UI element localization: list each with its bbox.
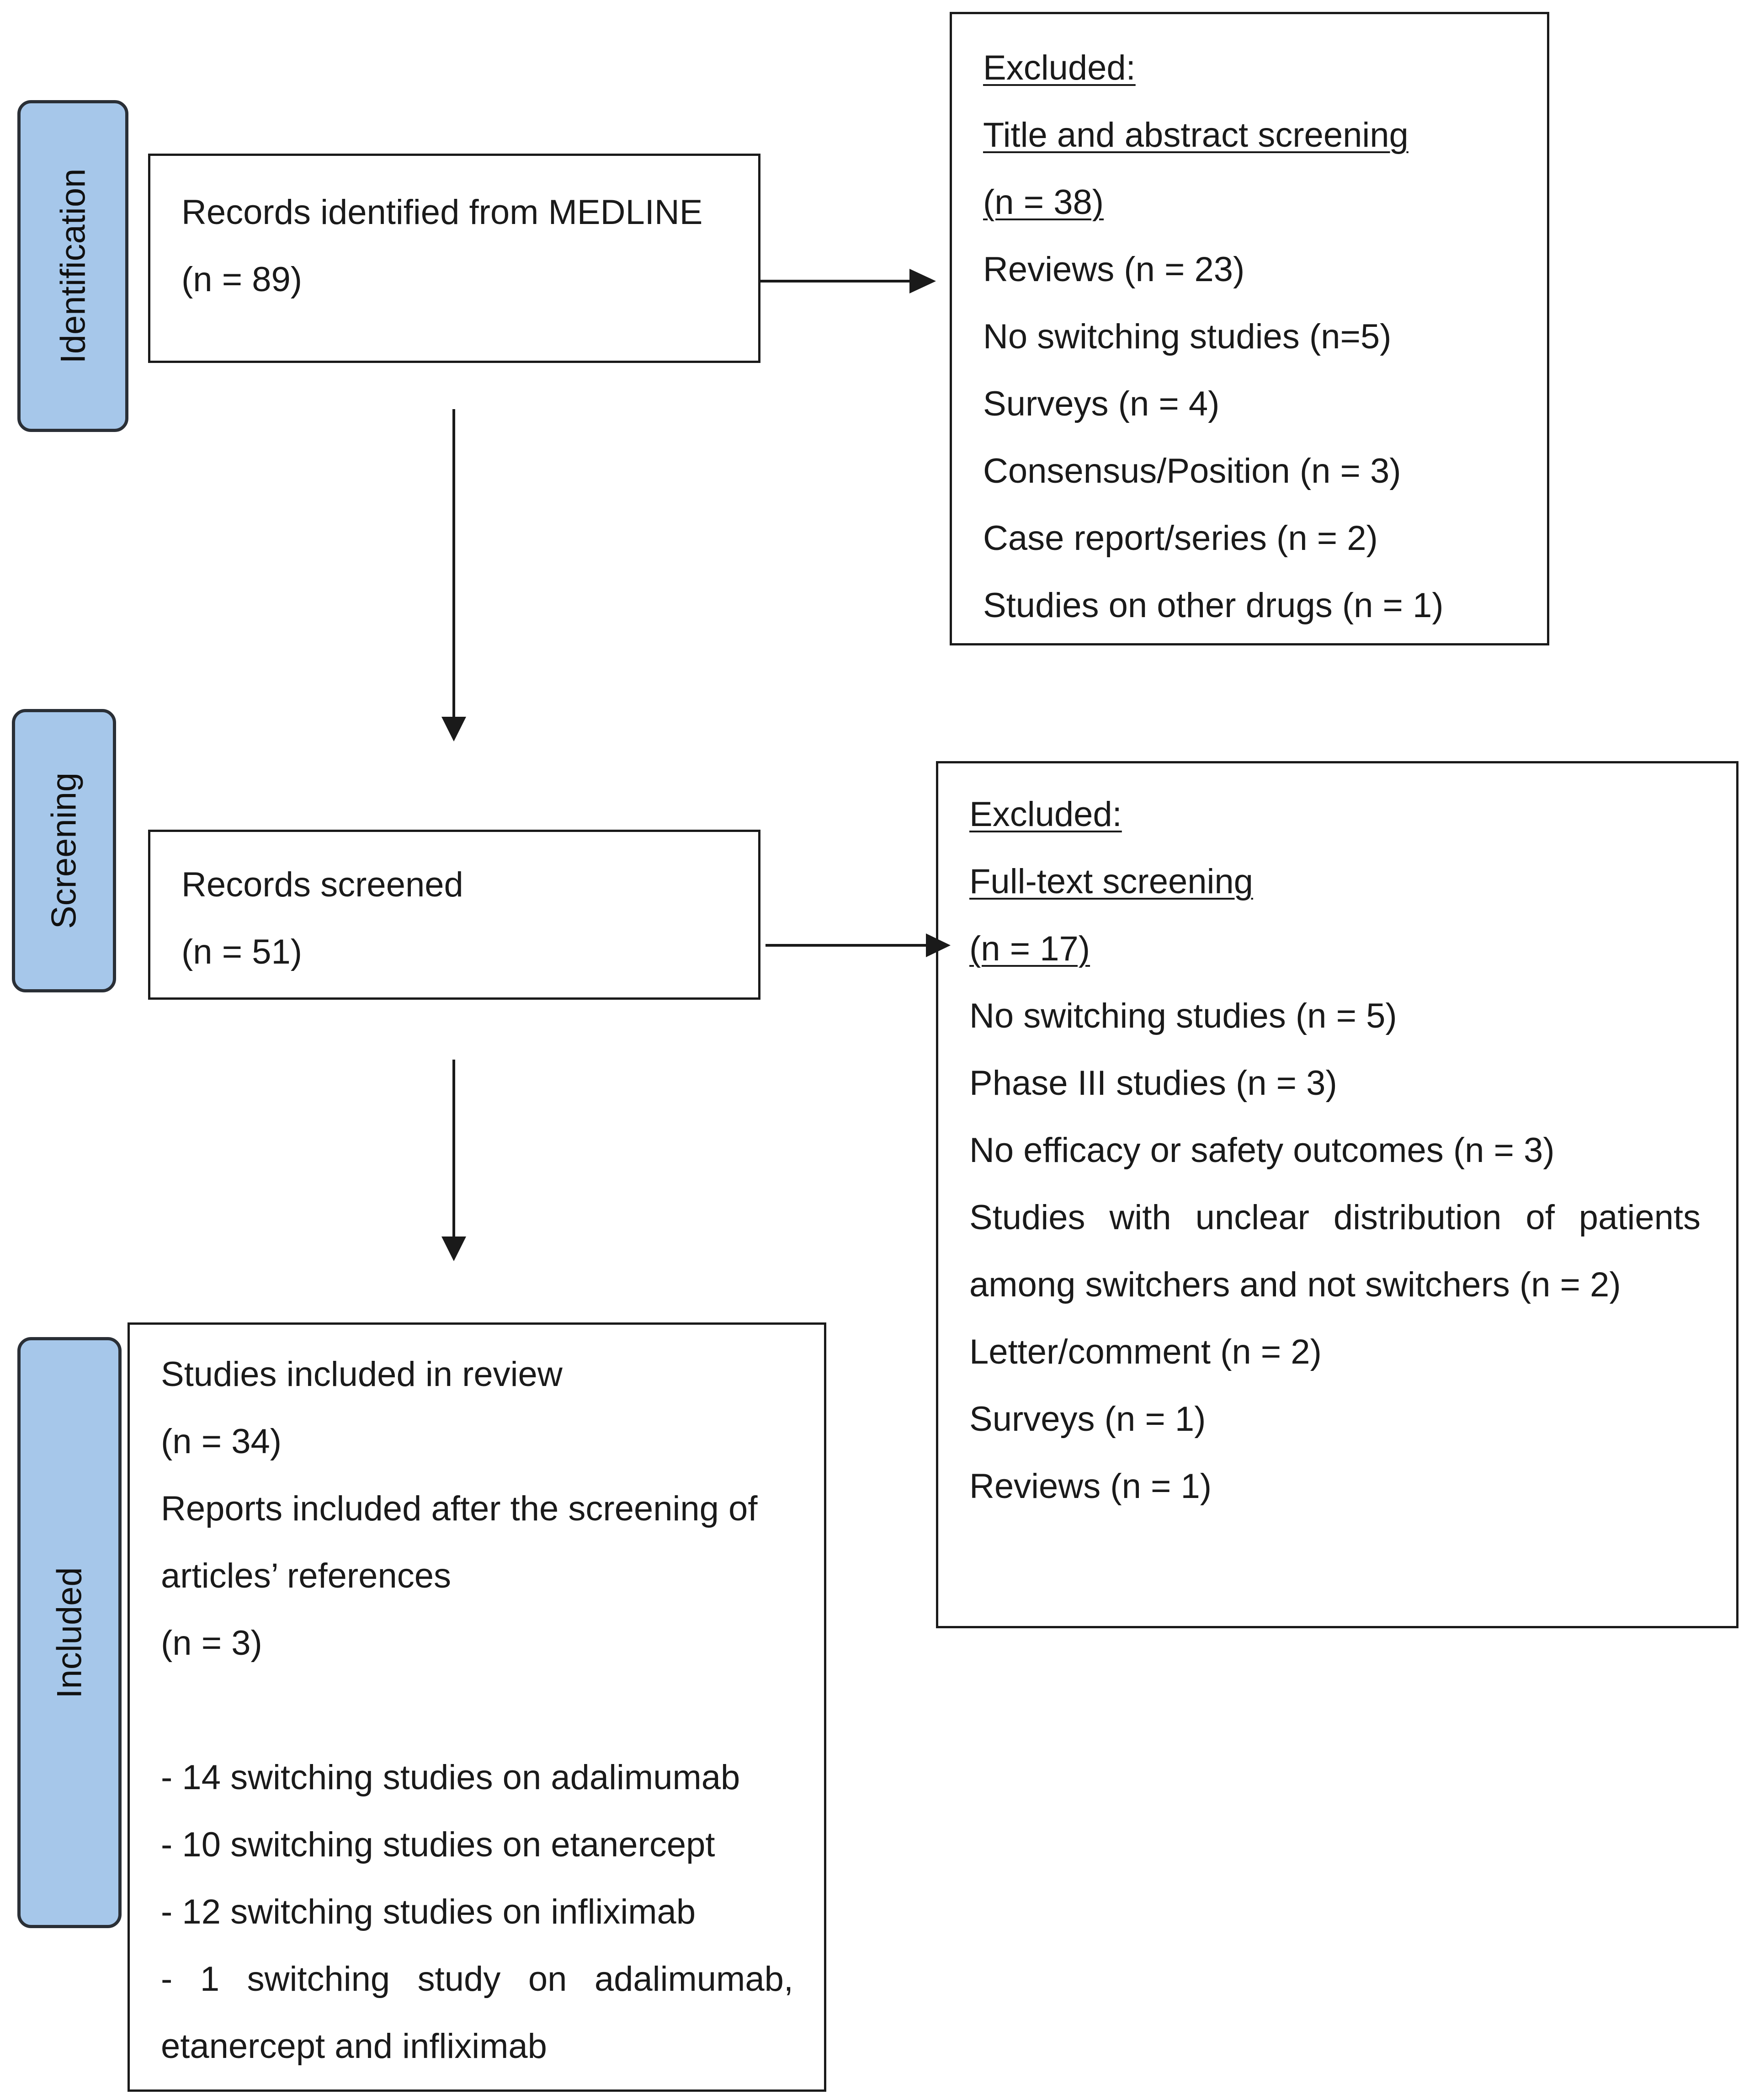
excluded-item: Studies with unclear distribution of pat… <box>969 1198 1701 1237</box>
arrowhead-right <box>909 269 936 293</box>
excluded-item: Case report/series (n = 2) <box>983 519 1378 558</box>
excluded-item: among switchers and not switchers (n = 2… <box>969 1265 1621 1304</box>
arrowhead-down <box>441 1237 466 1261</box>
excluded-heading: Excluded: <box>969 795 1122 834</box>
excluded-item: Surveys (n = 4) <box>983 384 1220 423</box>
phase-screening: Screening <box>12 709 116 992</box>
included-text: articles’ references <box>161 1556 451 1595</box>
included-drug-item: - 14 switching studies on adalimumab <box>161 1758 740 1797</box>
excluded-item: Reviews (n = 1) <box>969 1467 1212 1506</box>
included-text: Studies included in review <box>161 1355 563 1394</box>
excluded-title-abstract-box: Excluded: Title and abstract screening (… <box>950 12 1549 645</box>
excluded-stage: Full-text screening <box>969 862 1253 901</box>
excluded-item: Consensus/Position (n = 3) <box>983 452 1401 490</box>
excluded-item: Letter/comment (n = 2) <box>969 1332 1322 1371</box>
identified-count: (n = 89) <box>181 260 303 299</box>
excluded-total: (n = 17) <box>969 929 1090 968</box>
included-drug-item: - 10 switching studies on etanercept <box>161 1825 715 1864</box>
included-drug-item: - 12 switching studies on infliximab <box>161 1892 696 1931</box>
excluded-item: No switching studies (n=5) <box>983 317 1392 356</box>
phase-identification: Identification <box>17 100 128 432</box>
screened-box: Records screened (n = 51) <box>148 830 760 1000</box>
excluded-stage: Title and abstract screening <box>983 116 1409 155</box>
excluded-item: Phase III studies (n = 3) <box>969 1064 1337 1103</box>
identified-text: Records identified from MEDLINE <box>181 193 703 232</box>
included-box: Studies included in review (n = 34) Repo… <box>128 1322 826 2092</box>
arrowhead-down <box>441 717 466 741</box>
excluded-item: Studies on other drugs (n = 1) <box>983 586 1444 625</box>
screened-count: (n = 51) <box>181 933 303 971</box>
excluded-item: No switching studies (n = 5) <box>969 997 1397 1035</box>
arrowhead-right <box>926 933 951 957</box>
phase-included: Included <box>17 1337 122 1928</box>
included-text: Reports included after the screening of <box>161 1489 758 1528</box>
excluded-total: (n = 38) <box>983 183 1104 222</box>
excluded-item: No efficacy or safety outcomes (n = 3) <box>969 1131 1555 1170</box>
included-count: (n = 3) <box>161 1624 262 1663</box>
included-count: (n = 34) <box>161 1422 282 1461</box>
excluded-item: Surveys (n = 1) <box>969 1400 1206 1439</box>
included-drug-item: - 1 switching study on adalimumab, <box>161 1960 793 1999</box>
included-drug-item: etanercept and infliximab <box>161 2027 547 2066</box>
excluded-full-text-box: Excluded: Full-text screening (n = 17) N… <box>936 761 1738 1628</box>
excluded-heading: Excluded: <box>983 48 1136 87</box>
excluded-item: Reviews (n = 23) <box>983 250 1245 289</box>
screened-text: Records screened <box>181 865 463 904</box>
identified-box: Records identified from MEDLINE (n = 89) <box>148 154 760 363</box>
